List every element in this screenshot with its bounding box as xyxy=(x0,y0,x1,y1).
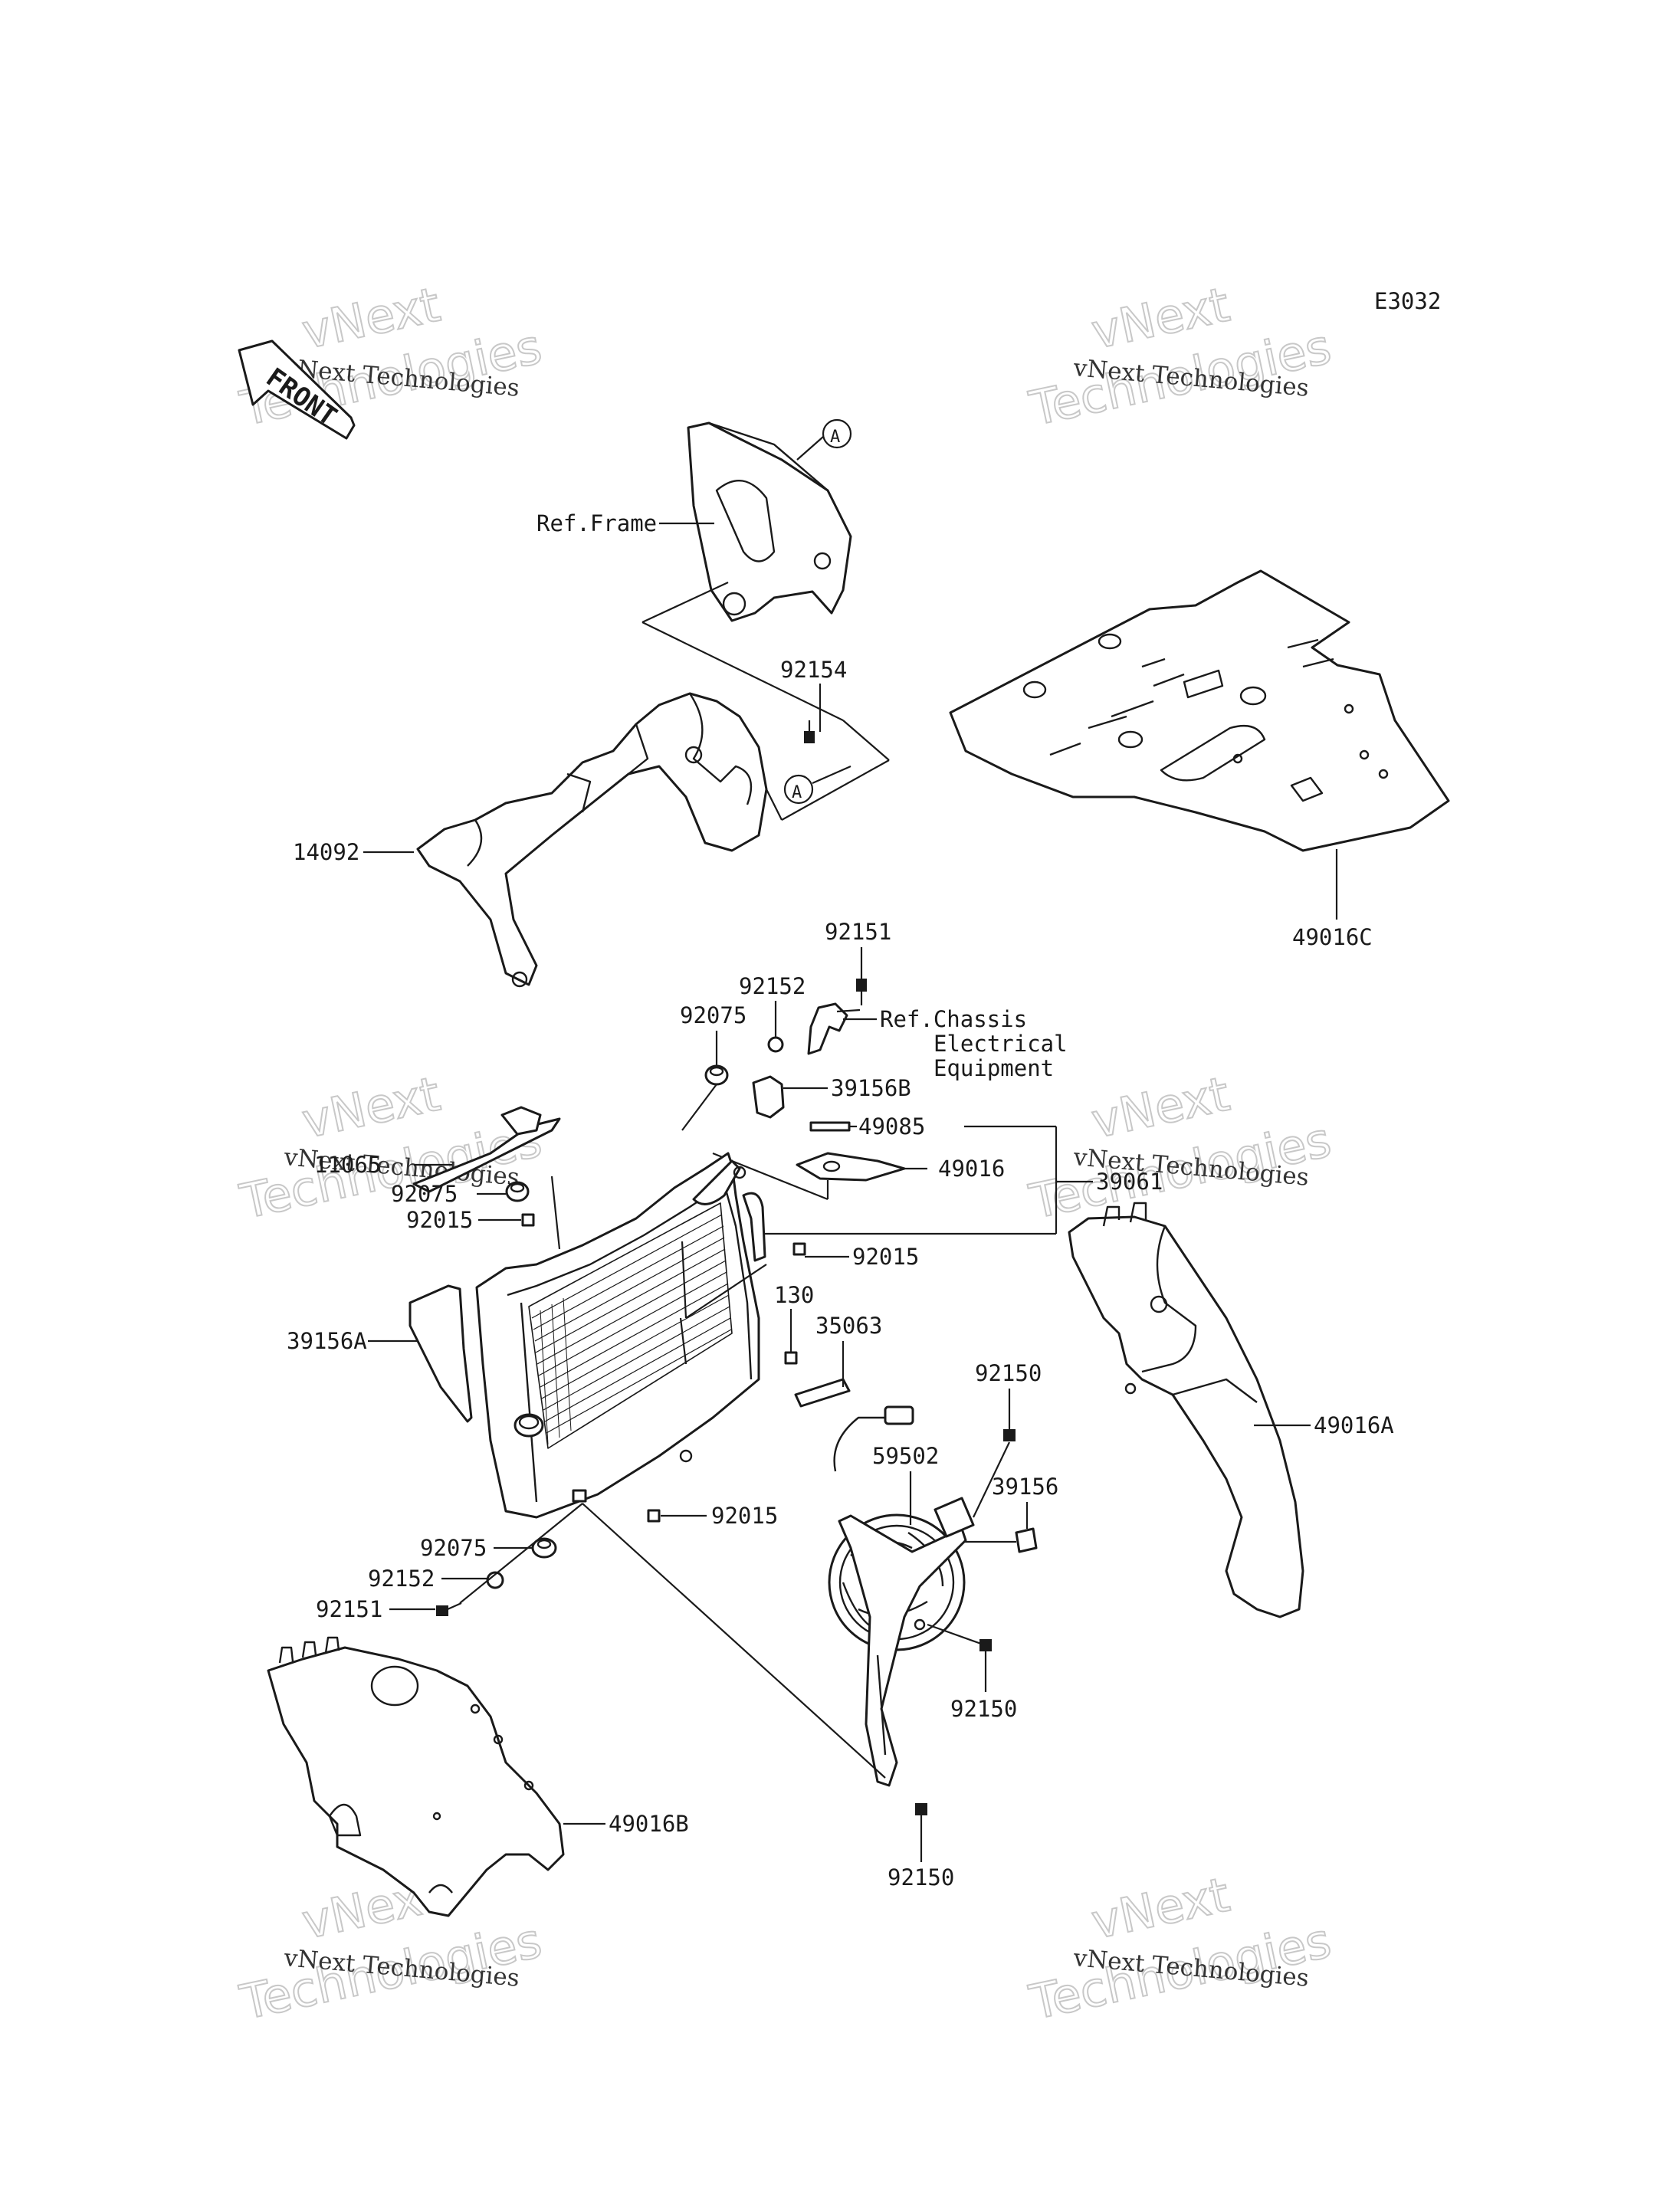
label-92152-low: 92152 xyxy=(368,1566,435,1592)
ref-line-radiator xyxy=(681,1241,687,1319)
watermark-mid-right: vNext Technologies vNext Technologies xyxy=(1024,1065,1337,1231)
part-11065-bracket xyxy=(412,1106,561,1193)
label-92015-right: 92015 xyxy=(852,1244,919,1270)
label-49016c: 49016C xyxy=(1292,924,1373,950)
ref-line-low-bolt xyxy=(459,1503,583,1604)
radiator-core-fins xyxy=(528,1202,733,1449)
part-39156b-pad xyxy=(752,1075,785,1119)
chassis-bracket xyxy=(807,1002,861,1055)
label-92015-left: 92015 xyxy=(406,1207,473,1233)
part-49016a-guard xyxy=(1068,1202,1304,1618)
watermark-bottom-left: vNext Technologies vNext Technologies xyxy=(235,1866,547,2031)
ref-line-92075-top xyxy=(681,1084,717,1131)
label-92075-top: 92075 xyxy=(680,1002,746,1028)
label-92015-bottom: 92015 xyxy=(711,1503,778,1529)
frame-reference-part xyxy=(641,421,852,721)
part-14092-shroud xyxy=(416,692,768,988)
part-92015-nut-left xyxy=(521,1213,535,1227)
part-92151-bolt-top xyxy=(856,979,867,1005)
label-39061: 39061 xyxy=(1096,1169,1163,1195)
ref-line-fan-mount xyxy=(582,1503,886,1779)
ref-line-92150-b xyxy=(927,1623,982,1645)
diagram-code: E3032 xyxy=(1374,288,1441,314)
label-92150-c: 92150 xyxy=(888,1864,954,1890)
part-49016-plate xyxy=(796,1152,906,1182)
part-49085-clip xyxy=(809,1121,851,1132)
part-92150-nut-c xyxy=(915,1803,927,1815)
part-130-clamp xyxy=(784,1351,798,1365)
part-92151-bolt-low xyxy=(436,1602,462,1616)
circle-ref-a-mid: A xyxy=(783,765,851,805)
ref-line-shroud-2 xyxy=(766,789,783,821)
label-14092: 14092 xyxy=(293,839,359,865)
label-39156a: 39156A xyxy=(287,1328,367,1354)
part-92152-collar-top xyxy=(767,1036,784,1053)
circle-ref-a-top: A xyxy=(796,418,852,461)
label-49085: 49085 xyxy=(858,1113,925,1139)
label-49016: 49016 xyxy=(938,1156,1005,1182)
label-35063: 35063 xyxy=(815,1313,882,1339)
svg-text:A: A xyxy=(792,783,802,802)
part-92015-nut-bottom xyxy=(647,1509,661,1523)
ref-chassis-label-2: Electrical xyxy=(934,1031,1068,1057)
part-92075-grommet-mid xyxy=(505,1181,530,1202)
part-92150-nut-b xyxy=(979,1639,992,1651)
label-92152-top: 92152 xyxy=(739,973,806,999)
part-92015-nut-right xyxy=(792,1242,806,1256)
part-92075-grommet-top xyxy=(704,1064,729,1086)
label-11065: 11065 xyxy=(314,1152,381,1178)
part-39156a-cover xyxy=(409,1284,473,1423)
label-39156b: 39156B xyxy=(831,1075,911,1101)
part-92150-nut-a xyxy=(1003,1429,1016,1441)
label-130: 130 xyxy=(774,1282,814,1308)
part-92154-bolt xyxy=(804,720,815,743)
part-39156-pad xyxy=(1015,1527,1038,1553)
ref-chassis-label-3: Equipment xyxy=(934,1055,1054,1081)
watermark-bottom-right: vNext Technologies vNext Technologies xyxy=(1024,1866,1337,2031)
part-92075-grommet-low xyxy=(531,1537,557,1559)
part-49016b-guard xyxy=(267,1636,565,1917)
part-35063-hose xyxy=(794,1378,851,1408)
part-49016c-plate xyxy=(949,569,1450,852)
label-92075-mid: 92075 xyxy=(391,1181,458,1207)
label-59502: 59502 xyxy=(872,1443,939,1469)
watermark-top-right: vNext Technologies vNext Technologies xyxy=(1024,276,1337,438)
label-92151-top: 92151 xyxy=(825,919,891,945)
ref-chassis-label-1: Ref.Chassis xyxy=(880,1006,1027,1032)
label-49016b: 49016B xyxy=(609,1811,689,1837)
label-39156: 39156 xyxy=(992,1474,1058,1500)
ref-frame-label: Ref.Frame xyxy=(536,510,657,536)
label-92154: 92154 xyxy=(780,657,847,683)
svg-text:A: A xyxy=(830,428,840,447)
ref-line-shroud-3 xyxy=(842,720,890,761)
label-92150-a: 92150 xyxy=(975,1360,1042,1386)
label-92075-low: 92075 xyxy=(420,1535,487,1561)
radiator-assembly xyxy=(475,1152,767,1519)
label-92150-b: 92150 xyxy=(950,1696,1017,1722)
label-92151-low: 92151 xyxy=(316,1596,382,1622)
label-49016a: 49016A xyxy=(1314,1412,1394,1438)
ref-line-92150-a xyxy=(973,1441,1010,1518)
ref-line-left-bracket xyxy=(550,1176,561,1250)
ref-line-shroud xyxy=(781,759,890,821)
part-59502-fan xyxy=(828,1405,975,1787)
